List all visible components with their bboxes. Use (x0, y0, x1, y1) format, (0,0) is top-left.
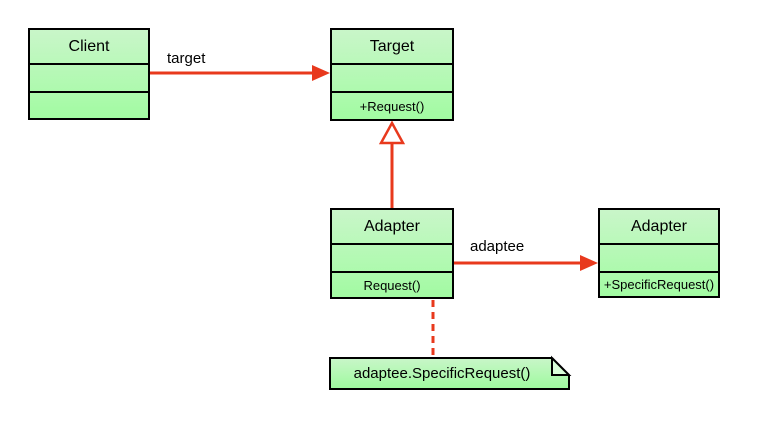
class-target-methods: +Request() (359, 98, 425, 114)
association-target-arrowhead-icon (312, 65, 330, 81)
class-target-attributes (332, 65, 452, 93)
class-adapter-methods: Request() (363, 277, 421, 293)
class-client-attributes (30, 65, 148, 93)
note-fold-icon (551, 355, 572, 376)
class-client-name: Client (30, 30, 148, 65)
note-text: adaptee.SpecificRequest() (353, 365, 531, 382)
class-adaptee-name: Adapter (600, 210, 718, 245)
class-adapter-attributes (332, 245, 452, 273)
class-adapter-name: Adapter (332, 210, 452, 245)
generalization-triangle-icon (378, 120, 406, 145)
class-adaptee-attributes (600, 245, 718, 273)
association-adaptee-arrowhead-icon (580, 255, 598, 271)
class-adapter: Adapter Request() (330, 208, 454, 299)
class-client-methods (30, 93, 148, 118)
association-target-label: target (167, 50, 206, 67)
association-adaptee-label: adaptee (470, 238, 525, 255)
class-client: Client (28, 28, 150, 120)
class-adaptee: Adapter +SpecificRequest() (598, 208, 720, 298)
class-target: Target +Request() (330, 28, 454, 121)
class-target-name: Target (332, 30, 452, 65)
class-adaptee-methods: +SpecificRequest() (603, 277, 715, 292)
